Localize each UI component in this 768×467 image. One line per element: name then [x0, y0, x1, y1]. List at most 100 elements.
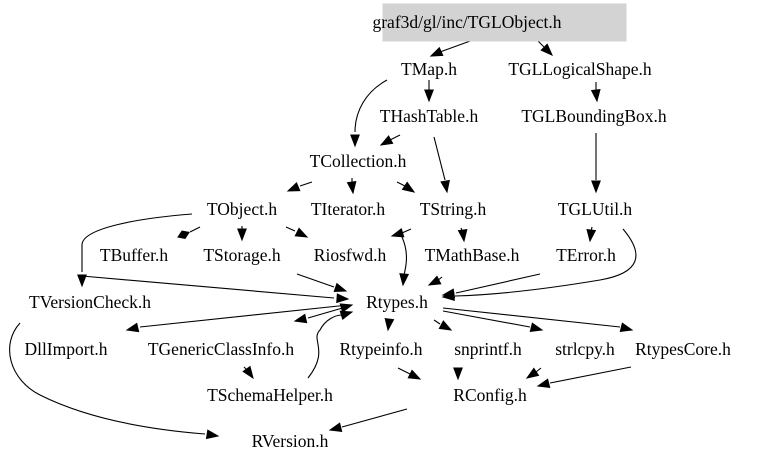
- edge-thashtable-to-tcollection: [379, 134, 401, 146]
- arrowhead-icon: [237, 228, 247, 242]
- edge-thashtable-to-tstring: [433, 136, 450, 194]
- arrowhead-icon: [384, 317, 395, 332]
- edge-line: [455, 273, 541, 294]
- node-tstorage[interactable]: TStorage.h: [203, 245, 281, 265]
- edge-tschemahelper-to-rtypes: [307, 310, 354, 379]
- edge-rtypes-to-rtypeinfo: [384, 317, 395, 332]
- edge-rconfig-to-rversion: [328, 408, 408, 432]
- arrowhead-icon: [401, 181, 416, 193]
- arrowhead-icon: [390, 227, 405, 238]
- root-node-box: [382, 3, 627, 42]
- edge-line: [307, 306, 347, 319]
- edge-line: [189, 226, 201, 233]
- node-rversion[interactable]: RVersion.h: [252, 431, 329, 451]
- node-tschemahelper[interactable]: TSchemaHelper.h: [207, 385, 333, 405]
- arrowhead-icon: [453, 367, 463, 381]
- node-label: TObject.h: [207, 199, 277, 219]
- arrowhead-icon: [286, 182, 301, 192]
- node-label: snprintf.h: [454, 339, 522, 359]
- node-tversioncheck[interactable]: TVersionCheck.h: [29, 292, 151, 312]
- edge-line: [549, 366, 632, 384]
- node-tglboundingbox[interactable]: TGLBoundingBox.h: [521, 106, 667, 126]
- node-strlcpy[interactable]: strlcpy.h: [555, 339, 615, 359]
- node-label: DllImport.h: [24, 339, 107, 359]
- edge-terror-to-rtypes: [441, 273, 541, 299]
- node-label: TError.h: [556, 245, 616, 265]
- edge-line: [389, 134, 401, 141]
- edge-rtypes-to-dllimport: [125, 304, 349, 333]
- node-label: TCollection.h: [310, 151, 407, 171]
- edge-tversioncheck-to-rtypes: [81, 275, 350, 304]
- node-rtypes[interactable]: Rtypes.h: [366, 292, 428, 312]
- arrowhead-icon: [293, 313, 308, 324]
- node-tstring[interactable]: TString.h: [420, 199, 487, 219]
- node-rtypeinfo[interactable]: Rtypeinfo.h: [339, 339, 422, 359]
- edge-line: [139, 304, 349, 328]
- edge-snprintf-to-rconfig: [453, 367, 463, 381]
- arrowhead-icon: [339, 310, 354, 321]
- edge-tcollection-to-titerator: [346, 178, 357, 195]
- edge-tobject-to-tbuffer: [177, 226, 201, 239]
- arrowhead-icon: [333, 282, 348, 293]
- edge-line: [535, 367, 542, 373]
- edge-rtypes-to-strlcpy: [442, 310, 544, 332]
- node-tbuffer[interactable]: TBuffer.h: [100, 245, 168, 265]
- arrowhead-icon: [77, 274, 87, 288]
- node-tglutil[interactable]: TGLUtil.h: [558, 199, 633, 219]
- node-snprintf[interactable]: snprintf.h: [454, 339, 522, 359]
- arrowhead-icon: [399, 273, 410, 287]
- node-label: RConfig.h: [453, 385, 527, 405]
- node-tmathbase[interactable]: TMathBase.h: [425, 245, 520, 265]
- node-label: TMap.h: [401, 59, 457, 79]
- node-tmap[interactable]: TMap.h: [401, 59, 457, 79]
- edge-tobject-to-tversioncheck: [77, 213, 193, 288]
- arrowhead-icon: [294, 227, 309, 238]
- node-label: TString.h: [420, 199, 487, 219]
- arrowhead-icon: [328, 422, 343, 432]
- node-label: RtypesCore.h: [635, 339, 731, 359]
- edge-line: [9, 322, 206, 435]
- edge-line: [285, 226, 296, 232]
- arrowhead-icon: [441, 288, 456, 299]
- edge-tgenericclassinfo-to-tschemahelper: [242, 365, 254, 380]
- node-label: TSchemaHelper.h: [207, 385, 333, 405]
- arrowhead-icon: [379, 135, 394, 146]
- arrowhead-icon: [590, 89, 601, 103]
- edge-line: [307, 314, 343, 379]
- edge-tstring-to-rtypes: [399, 236, 410, 287]
- edge-root-to-tgllogicalshape: [536, 39, 553, 56]
- node-tcollection[interactable]: TCollection.h: [310, 151, 407, 171]
- node-tgllogicalshape[interactable]: TGLLogicalShape.h: [508, 59, 652, 79]
- node-label: TMathBase.h: [425, 245, 520, 265]
- edge-tmathbase-to-rtypes: [427, 275, 443, 286]
- edge-tcollection-to-tobject: [286, 181, 313, 192]
- node-riosfwd[interactable]: Riosfwd.h: [314, 245, 387, 265]
- node-thashtable[interactable]: THashTable.h: [380, 106, 479, 126]
- arrowhead-icon: [350, 134, 360, 148]
- edge-line: [397, 367, 411, 375]
- node-rconfig[interactable]: RConfig.h: [453, 385, 527, 405]
- node-dllimport[interactable]: DllImport.h: [24, 339, 107, 359]
- edge-line: [341, 408, 408, 428]
- node-label: TVersionCheck.h: [29, 292, 151, 312]
- root-node[interactable]: graf3d/gl/inc/TGLObject.h: [372, 3, 627, 42]
- edge-line: [454, 228, 637, 297]
- node-tobject[interactable]: TObject.h: [207, 199, 277, 219]
- arrowhead-icon: [125, 322, 140, 333]
- node-label: Riosfwd.h: [314, 245, 387, 265]
- edge-line: [433, 319, 441, 325]
- edge-line: [81, 213, 193, 272]
- node-label: graf3d/gl/inc/TGLObject.h: [372, 12, 561, 32]
- edge-line: [442, 307, 621, 328]
- node-terror[interactable]: TError.h: [556, 245, 616, 265]
- edge-rtypes-to-tgenericclassinfo: [293, 303, 354, 324]
- edge-line: [401, 236, 407, 276]
- arrowhead-icon: [424, 89, 434, 103]
- edge-tglboundingbox-to-tglutil: [591, 133, 601, 194]
- node-titerator[interactable]: TIterator.h: [311, 199, 386, 219]
- edge-line: [439, 39, 474, 53]
- node-tgenericclassinfo[interactable]: TGenericClassInfo.h: [148, 339, 295, 359]
- edge-rtypes-to-snprintf: [433, 319, 453, 331]
- node-rtypescore[interactable]: RtypesCore.h: [635, 339, 731, 359]
